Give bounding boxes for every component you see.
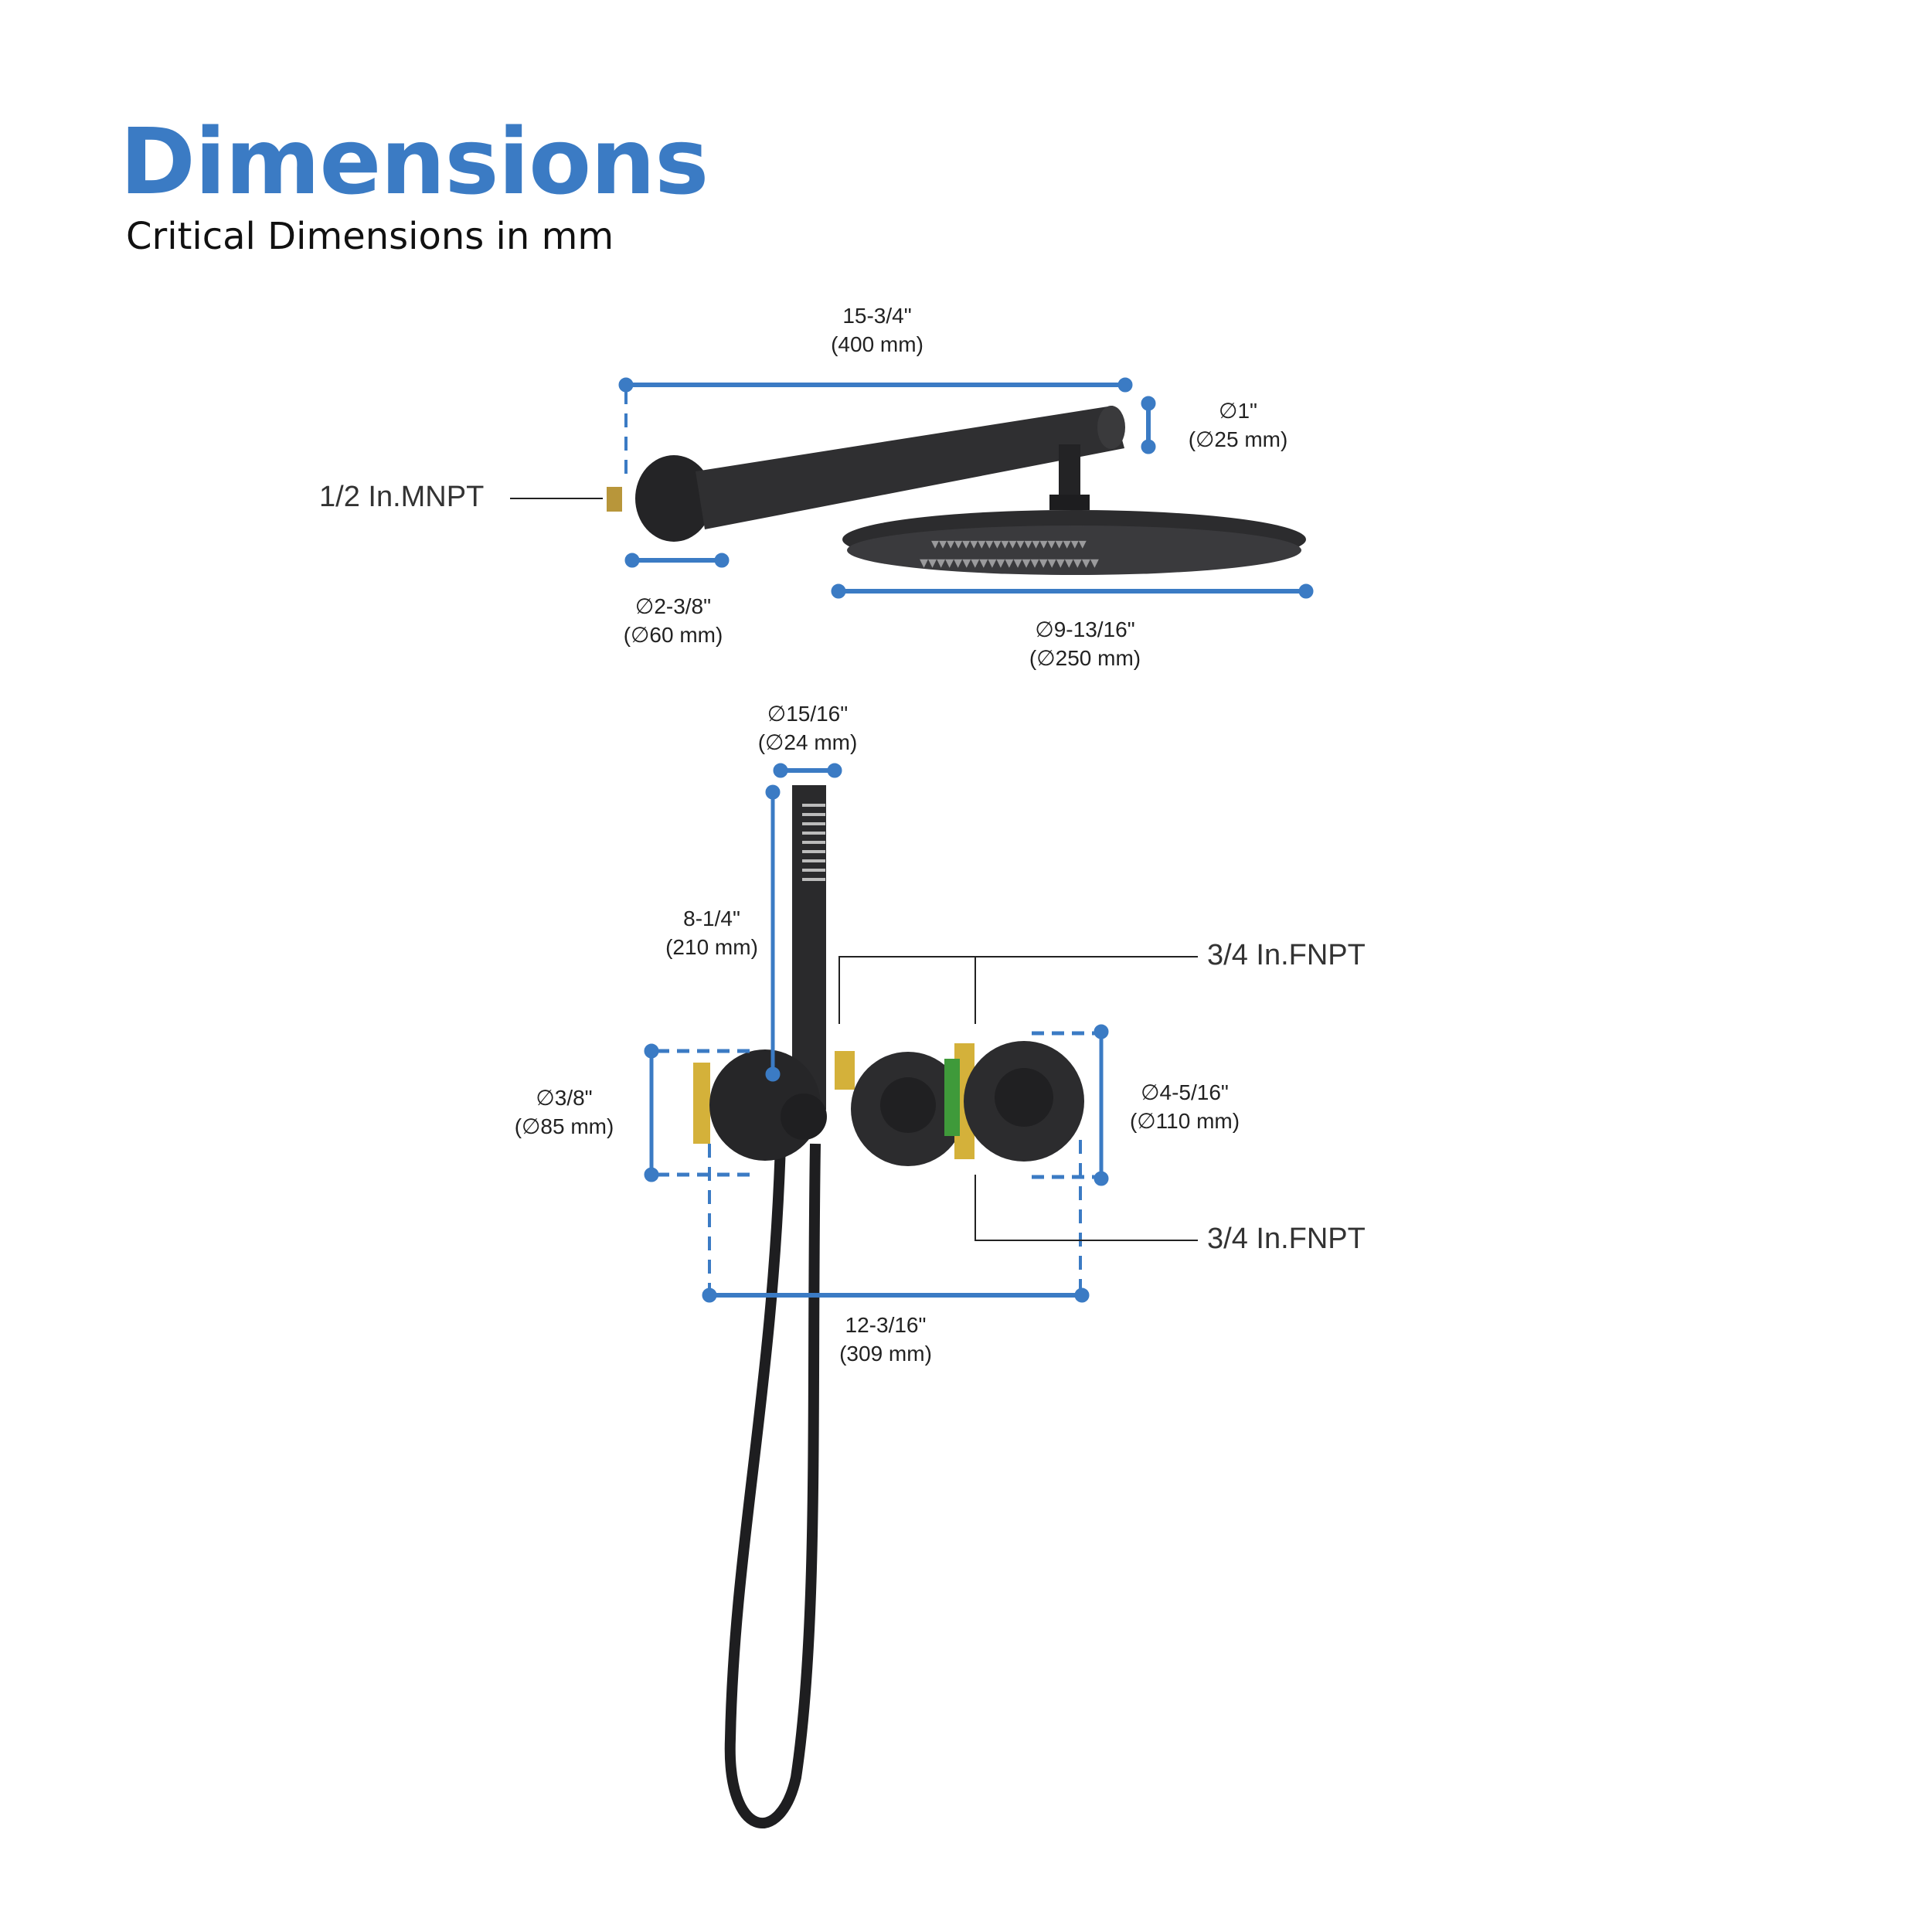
overall-width-mm: (309 mm) <box>839 1342 932 1366</box>
hand-shower-illustration <box>724 785 826 1828</box>
handle-length-label: 8-1/4" (210 mm) <box>665 904 758 961</box>
overall-width-label: 12-3/16" (309 mm) <box>839 1311 932 1368</box>
handle-length-mm: (210 mm) <box>665 935 758 959</box>
small-trim-in: ∅3/8" <box>536 1086 593 1110</box>
arm-length-in: 15-3/4" <box>842 304 912 328</box>
dimension-small-trim <box>644 1043 757 1182</box>
volume-valve-illustration <box>835 1051 965 1166</box>
shower-arm-illustration: ▾▾▾▾▾▾▾▾▾▾▾▾▾▾▾▾▾▾▾▾▾ ▾▾▾▾▾▾▾▾▾▾▾▾▾▾▾▾▾▾… <box>607 406 1306 575</box>
flange-diameter-label: ∅2-3/8" (∅60 mm) <box>624 592 723 649</box>
head-diameter-in: ∅9-13/16" <box>1035 617 1135 641</box>
dimension-head-diameter <box>831 583 1314 599</box>
fnpt-leader-lines <box>838 956 1198 1241</box>
inlet-callout: 1/2 In.MNPT <box>319 481 485 513</box>
page-title: Dimensions <box>120 108 709 215</box>
arm-length-label: 15-3/4" (400 mm) <box>831 301 923 359</box>
dimension-arm-length <box>618 377 1133 483</box>
arm-diameter-in: ∅1" <box>1219 399 1257 423</box>
thermostatic-valve-illustration <box>944 1041 1084 1162</box>
page-subtitle: Critical Dimensions in mm <box>126 215 614 258</box>
small-trim-mm: (∅85 mm) <box>514 1114 614 1138</box>
dimension-overall-width <box>702 1140 1090 1303</box>
large-trim-label: ∅4-5/16" (∅110 mm) <box>1130 1078 1240 1135</box>
head-diameter-mm: (∅250 mm) <box>1029 646 1141 670</box>
bottom-fnpt-callout: 3/4 In.FNPT <box>1207 1223 1366 1255</box>
arm-length-mm: (400 mm) <box>831 332 923 356</box>
head-diameter-label: ∅9-13/16" (∅250 mm) <box>1029 615 1141 672</box>
dimension-arm-diameter <box>1141 396 1156 454</box>
flange-diameter-in: ∅2-3/8" <box>634 594 712 618</box>
svg-text:▾▾▾▾▾▾▾▾▾▾▾▾▾▾▾▾▾▾▾▾▾: ▾▾▾▾▾▾▾▾▾▾▾▾▾▾▾▾▾▾▾▾▾ <box>920 553 1099 573</box>
dimension-handle-length <box>765 784 781 1082</box>
large-trim-mm: (∅110 mm) <box>1129 1109 1240 1133</box>
small-trim-label: ∅3/8" (∅85 mm) <box>515 1083 614 1141</box>
top-fnpt-callout: 3/4 In.FNPT <box>1207 939 1366 971</box>
flange-diameter-mm: (∅60 mm) <box>623 623 723 647</box>
handle-diameter-in: ∅15/16" <box>767 702 849 726</box>
handle-diameter-mm: (∅24 mm) <box>757 730 858 754</box>
dimension-large-trim <box>1032 1024 1109 1186</box>
dimension-flange-diameter <box>624 553 730 568</box>
svg-text:▾▾▾▾▾▾▾▾▾▾▾▾▾▾▾▾▾▾▾▾: ▾▾▾▾▾▾▾▾▾▾▾▾▾▾▾▾▾▾▾▾ <box>931 534 1087 553</box>
dimension-handle-diameter <box>773 763 842 778</box>
arm-diameter-label: ∅1" (∅25 mm) <box>1189 396 1288 454</box>
overall-width-in: 12-3/16" <box>845 1313 927 1337</box>
handle-length-in: 8-1/4" <box>683 906 740 930</box>
arm-diameter-mm: (∅25 mm) <box>1188 427 1288 451</box>
diverter-valve-illustration <box>693 1049 827 1161</box>
handle-diameter-label: ∅15/16" (∅24 mm) <box>758 699 858 757</box>
large-trim-in: ∅4-5/16" <box>1141 1080 1229 1104</box>
